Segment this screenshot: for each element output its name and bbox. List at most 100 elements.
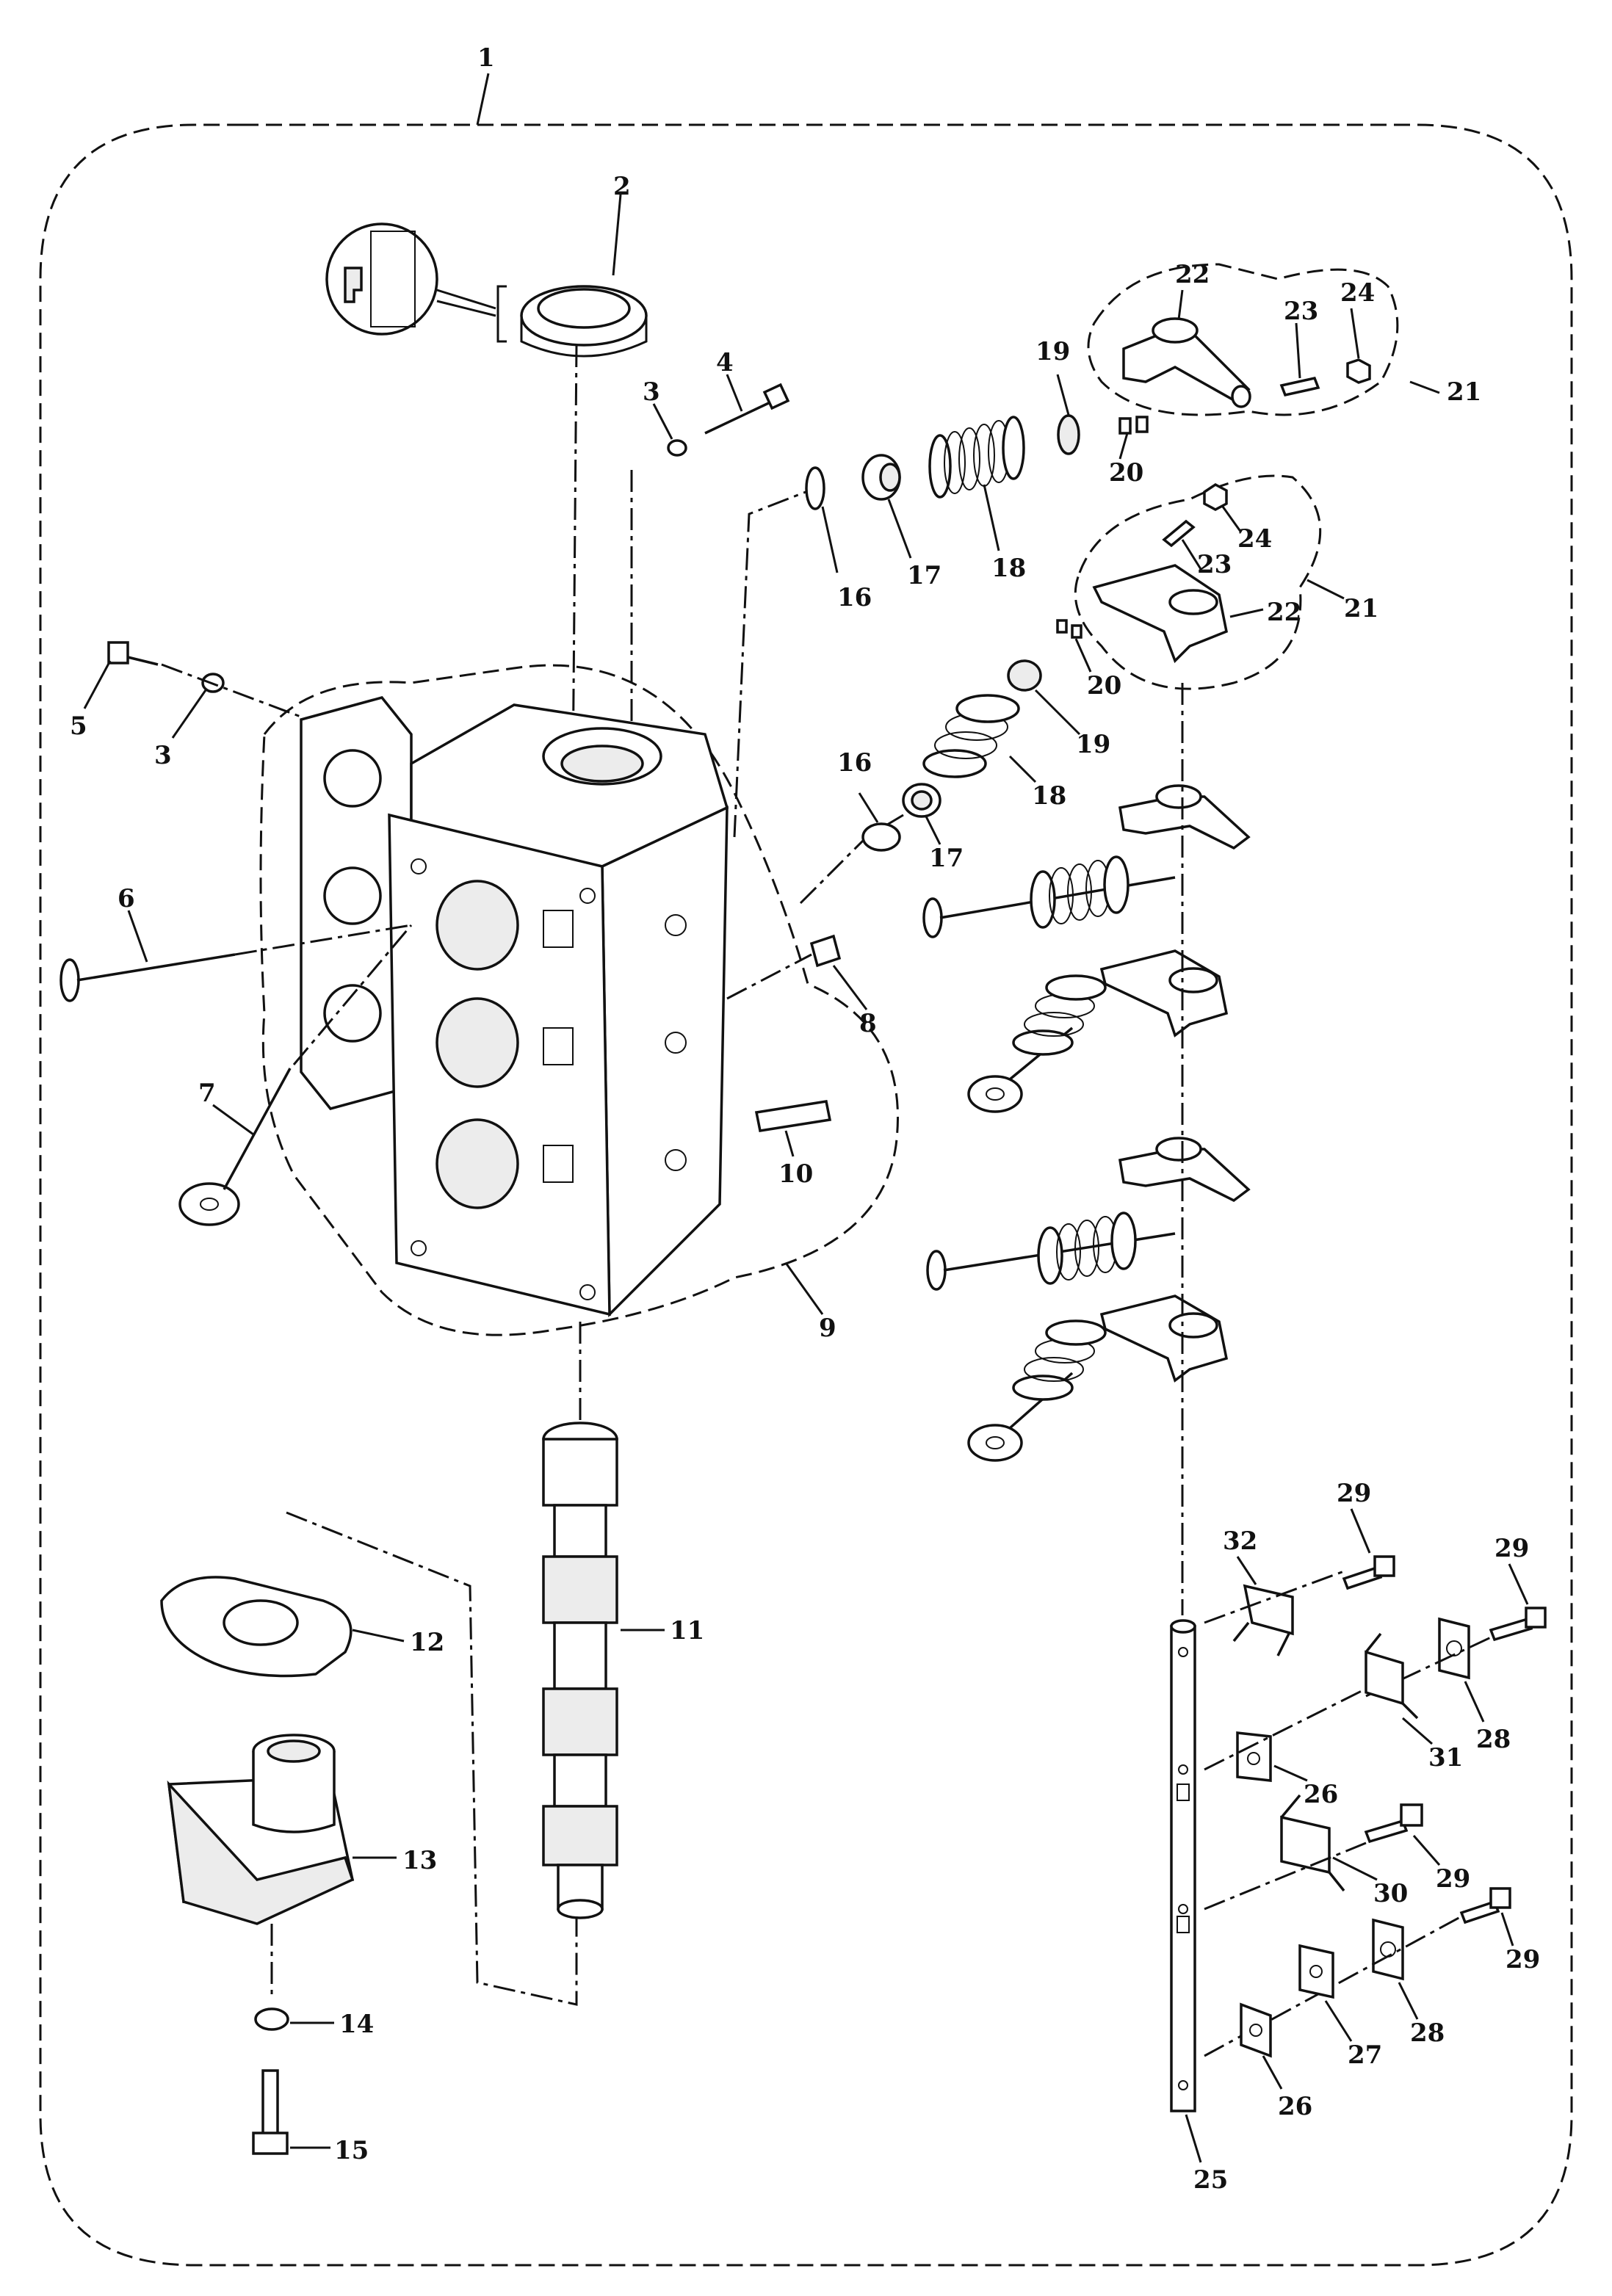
plug-8 [809, 934, 842, 968]
callout-26-upper: 26 [1304, 1780, 1338, 1809]
clamp-28-lower [1372, 1918, 1404, 1981]
callout-10: 10 [778, 1159, 813, 1189]
callout-3-left: 3 [154, 741, 172, 770]
leader-3a [652, 403, 673, 440]
valve-7 [178, 1068, 292, 1226]
centerline-plug8 [726, 953, 812, 1000]
callout-6: 6 [118, 884, 135, 913]
camshaft-11 [542, 1422, 618, 1919]
bolt-4 [704, 383, 790, 435]
callout-17-lower: 17 [929, 844, 964, 873]
cylinder-head [300, 696, 729, 1318]
leader-20a [1118, 432, 1129, 460]
callout-22-lower: 22 [1267, 598, 1301, 627]
leader-1 [476, 73, 490, 126]
bolt-5 [107, 641, 159, 666]
callout-8: 8 [859, 1009, 877, 1038]
callout-23-upper: 23 [1284, 297, 1318, 326]
callout-18-upper: 18 [991, 554, 1026, 583]
leader-8 [832, 965, 868, 1010]
stud-10 [754, 1100, 832, 1132]
leader-24a [1350, 308, 1360, 359]
callout-2: 2 [613, 172, 631, 201]
callout-17-upper: 17 [907, 561, 941, 590]
retainer-19-lower [1007, 659, 1042, 692]
leader-21a [1409, 380, 1440, 394]
leader-28b [1398, 1982, 1419, 2020]
callout-27: 27 [1348, 2040, 1382, 2070]
bracket-32 [1232, 1584, 1294, 1656]
bolt-29-d [1459, 1887, 1511, 1924]
leader-29a [1350, 1508, 1371, 1554]
callout-29-b: 29 [1494, 1534, 1529, 1563]
leader-10 [784, 1130, 795, 1157]
leader-9 [784, 1262, 824, 1315]
leader-26a [1273, 1764, 1308, 1782]
callout-7: 7 [198, 1079, 216, 1108]
rocker-shaft-25 [1170, 1619, 1196, 2112]
callout-29-d: 29 [1506, 1945, 1540, 1974]
leader-25 [1185, 2114, 1202, 2163]
oil-seal [520, 285, 648, 358]
bolt-29-c [1364, 1803, 1423, 1844]
valve-spring-18-lower [922, 694, 1020, 778]
rocker-arm-22-upper [1122, 317, 1251, 408]
callout-28-upper: 28 [1476, 1725, 1511, 1754]
callout-5: 5 [70, 711, 87, 741]
callout-20-upper: 20 [1109, 458, 1143, 488]
centerline-valve6 [234, 924, 412, 956]
seal-orientation-detail-icon [325, 222, 496, 336]
callout-26-lower: 26 [1278, 2092, 1312, 2121]
bolt-15 [252, 2069, 289, 2155]
clamp-28-upper [1438, 1617, 1470, 1680]
callout-13: 13 [402, 1846, 437, 1875]
head-boundary-9 [259, 664, 899, 1336]
leader-29b [1508, 1563, 1529, 1605]
callout-28-lower: 28 [1410, 2018, 1445, 2048]
seal-16-upper [805, 466, 825, 510]
rocker-boundary-21-upper [1087, 263, 1399, 416]
callout-32: 32 [1223, 1527, 1257, 1556]
spring-seat-17-upper [861, 454, 901, 501]
spring-seat-17-lower [902, 783, 941, 818]
bolt-29-b [1489, 1607, 1547, 1642]
leader-7 [212, 1104, 254, 1136]
centerline-bracket26a [1204, 1687, 1367, 1771]
cotter-20-lower [1056, 619, 1083, 639]
leader-27 [1324, 2000, 1353, 2042]
leader-32 [1236, 1556, 1257, 1585]
leader-19a [1056, 374, 1070, 416]
leader-22a [1177, 289, 1184, 320]
leader-18a [983, 484, 1000, 551]
bracket-31 [1365, 1632, 1419, 1720]
leader-18b [1008, 755, 1037, 783]
leader-28a [1464, 1681, 1485, 1723]
bolt-29-a [1342, 1555, 1395, 1590]
washer-3-top [667, 439, 687, 457]
callout-29-a: 29 [1337, 1479, 1371, 1508]
leader-6 [127, 910, 148, 963]
callout-3-top: 3 [643, 377, 660, 407]
leader-21b [1306, 579, 1345, 600]
leader-4 [726, 374, 743, 412]
callout-19-upper: 19 [1035, 337, 1070, 366]
leader-17a [887, 499, 912, 559]
callout-22-upper: 22 [1175, 260, 1210, 289]
valve-6 [59, 953, 236, 1002]
callout-21-lower: 21 [1344, 594, 1378, 623]
leader-29d [1500, 1912, 1514, 1946]
callout-24-lower: 24 [1237, 524, 1272, 554]
callout-11: 11 [670, 1616, 704, 1645]
washer-14 [254, 2007, 289, 2031]
callout-16-lower: 16 [837, 748, 872, 778]
callout-9: 9 [819, 1314, 836, 1343]
leader-17b [924, 814, 941, 845]
centerline-seal [571, 344, 578, 779]
callout-21-upper: 21 [1447, 377, 1481, 407]
centerline-bracket32 [1204, 1570, 1345, 1624]
centerline-valve7 [292, 924, 413, 1065]
assembly-boundary [39, 123, 1573, 2267]
leader-30 [1332, 1856, 1378, 1881]
callout-24-upper: 24 [1340, 278, 1375, 308]
